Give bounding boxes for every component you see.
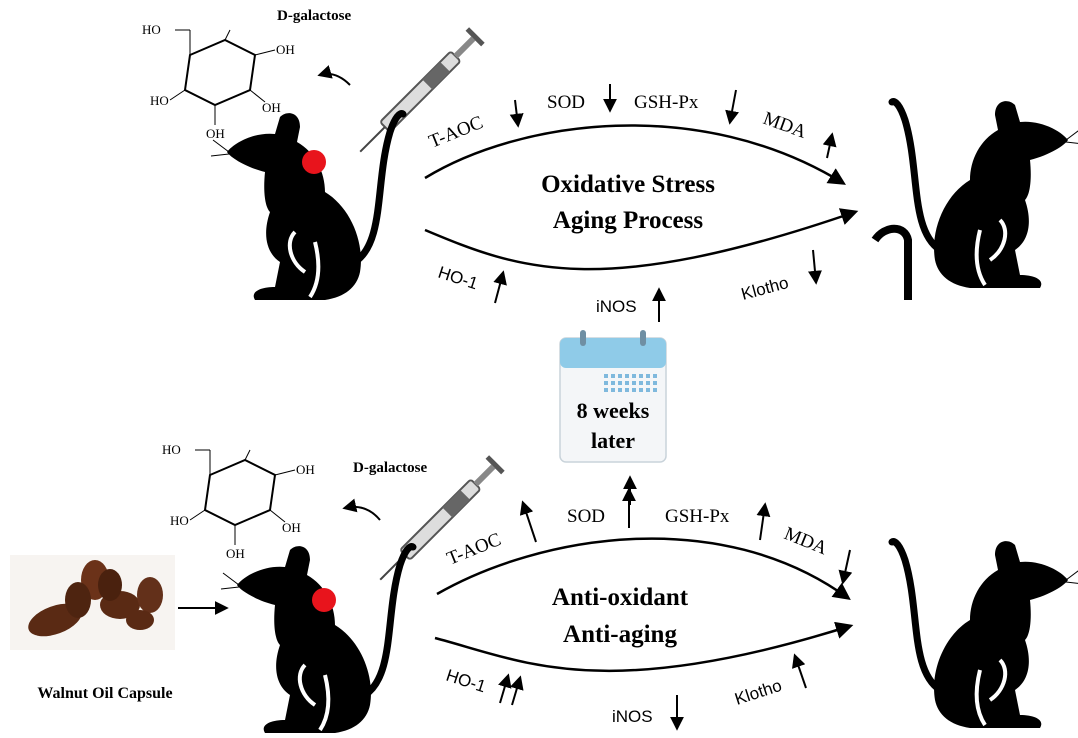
calendar-day (618, 374, 622, 378)
calendar-day (646, 388, 650, 392)
arrow-down-icon (509, 99, 524, 128)
calendar-day (639, 374, 643, 378)
chem-label: OH (206, 126, 225, 141)
arrow-up-icon (493, 270, 507, 304)
injection-site-dot (302, 150, 326, 174)
calendar-day (604, 388, 608, 392)
calendar-day (653, 374, 657, 378)
arrow-up-icon (498, 673, 512, 704)
calendar-day (611, 374, 615, 378)
calendar-icon: 8 weeks later (559, 330, 667, 463)
marker-inos: iNOS (596, 297, 637, 316)
marker-gsh-px: GSH-Px (665, 506, 730, 527)
arrow-up-icon (822, 132, 837, 159)
calendar-day (625, 388, 629, 392)
process-title: Oxidative Stress (541, 171, 715, 198)
marker-sod: SOD (547, 92, 585, 113)
chem-label: HO (142, 22, 161, 37)
calendar-day (625, 381, 629, 385)
chem-label: OH (282, 520, 301, 535)
arrow-down-icon (725, 89, 739, 125)
young-mouse-icon (211, 113, 403, 300)
galactose-structure: HO OH HO OH OH (162, 442, 315, 561)
calendar-text-line1: 8 weeks (577, 398, 650, 423)
supplement-label: Walnut Oil Capsule (37, 685, 172, 702)
calendar-day (639, 381, 643, 385)
chem-label: OH (226, 546, 245, 561)
upper-process-arrow (424, 124, 846, 185)
top-panel: D-galactose HO OH HO OH OH Oxidative Str… (142, 8, 1078, 322)
curved-arrow (342, 498, 381, 521)
calendar-text-line2: later (591, 428, 635, 453)
galactose-structure: HO OH HO OH OH (142, 22, 295, 141)
marker-klotho: Klotho (739, 273, 790, 304)
calendar-day (611, 388, 615, 392)
cane-icon (871, 224, 912, 300)
chem-label: OH (276, 42, 295, 57)
marker-t-aoc: T-AOC (426, 112, 486, 153)
calendar-day (646, 381, 650, 385)
arrow-down-icon (838, 549, 853, 585)
calendar-day-grid (604, 374, 657, 392)
reagent-label: D-galactose (277, 8, 351, 24)
calendar-day (639, 388, 643, 392)
calendar-day (632, 388, 636, 392)
injection-site-dot (312, 588, 336, 612)
chem-label: OH (262, 100, 281, 115)
calendar-day (604, 374, 608, 378)
reagent-label: D-galactose (353, 460, 427, 476)
marker-mda: MDA (781, 523, 830, 559)
upper-process-arrow (436, 537, 851, 601)
calendar-day (632, 381, 636, 385)
marker-gsh-px: GSH-Px (634, 92, 699, 113)
calendar-day (604, 381, 608, 385)
calendar-day (625, 374, 629, 378)
calendar-day (646, 374, 650, 378)
arrow-up-icon (756, 502, 771, 541)
chem-label: HO (170, 513, 189, 528)
chem-label: HO (162, 442, 181, 457)
calendar-day (653, 381, 657, 385)
process-title: Anti-oxidant (552, 584, 689, 611)
marker-ho-1: HO-1 (436, 263, 481, 294)
marker-mda: MDA (760, 108, 809, 143)
marker-inos: iNOS (612, 707, 653, 726)
chem-label: OH (296, 462, 315, 477)
process-subtitle: Anti-aging (563, 621, 677, 648)
arrow-up-icon (519, 500, 537, 543)
calendar-day (618, 381, 622, 385)
arrow-up-icon (510, 675, 524, 706)
marker-sod: SOD (567, 506, 605, 527)
lower-process-arrow (434, 621, 854, 673)
chem-label: HO (150, 93, 169, 108)
marker-klotho: Klotho (732, 676, 784, 709)
arrow-up-icon (792, 653, 807, 689)
lower-process-arrow (424, 208, 859, 271)
curved-arrow (317, 65, 351, 86)
calendar-day (653, 388, 657, 392)
treated-mouse-icon (221, 546, 413, 733)
aged-mouse-icon (892, 101, 1078, 288)
marker-t-aoc: T-AOC (444, 529, 504, 570)
calendar-day (618, 388, 622, 392)
calendar-day (632, 374, 636, 378)
calendar-day (611, 381, 615, 385)
marker-ho-1: HO-1 (444, 666, 489, 697)
healthy-mouse-icon (892, 541, 1078, 728)
process-subtitle: Aging Process (553, 207, 703, 234)
arrow-down-icon (807, 249, 822, 285)
bottom-panel: D-galactose HO OH HO OH OH Walnut Oil Ca… (10, 442, 1078, 733)
walnut-oil-capsules-image (10, 555, 175, 650)
